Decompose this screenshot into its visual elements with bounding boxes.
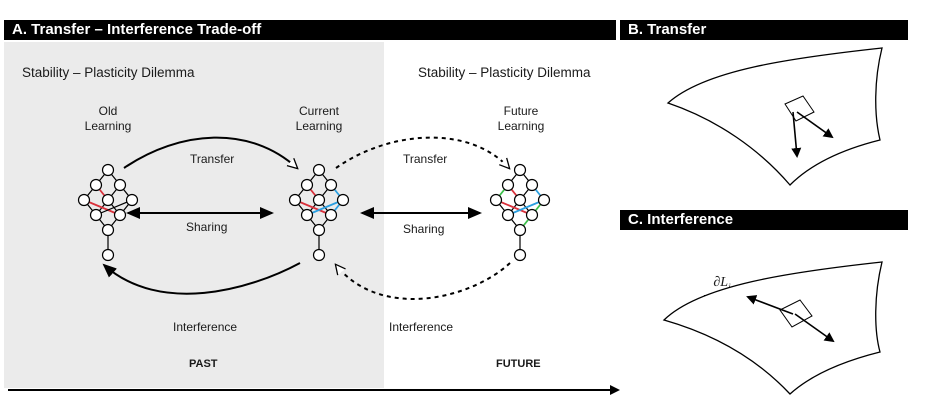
network-edge [306,199,344,216]
c-grad-j-num: ∂L [713,275,729,290]
interference-left-label: Interference [173,320,238,334]
network-node [312,193,326,207]
transfer-left-arrow [123,136,297,168]
network-node [336,193,350,207]
network-node [89,178,103,192]
old-learning-line1: Old [98,104,118,118]
b-grad-i-arrow [796,111,834,139]
network-node [101,193,115,207]
network-node [513,223,527,237]
past-subtitle: Stability – Plasticity Dilemma [22,65,195,80]
current-learning-line2: Learning [295,119,343,133]
network-node [101,163,115,177]
network-edge [83,199,121,216]
network-node [513,163,527,177]
network-edge [95,199,133,216]
panel-a-header: A. Transfer – Interference Trade-off [4,20,616,40]
network-node [77,193,91,207]
network-node [513,248,527,262]
future-learning-network [489,163,551,262]
b-tangent-patch [784,95,815,122]
future-label: FUTURE [496,358,541,370]
interference-right-arrow [336,262,511,300]
network-node [513,193,527,207]
panel-c-header: C. Interference [620,210,908,230]
transfer-left-label: Transfer [190,152,235,166]
network-node [113,208,127,222]
network-node [125,193,139,207]
network-node [89,208,103,222]
interference-left-arrow [102,262,301,295]
future-subtitle: Stability – Plasticity Dilemma [418,65,591,80]
network-node [501,208,515,222]
network-node [312,248,326,262]
sharing-left-label: Sharing [186,220,228,234]
transfer-right-arrow [335,136,509,168]
panel-b-header: B. Transfer [620,20,908,40]
network-node [300,178,314,192]
network-node [312,163,326,177]
network-node [324,208,338,222]
c-grad-j-arrow [746,295,794,315]
network-node [489,193,503,207]
network-node [312,223,326,237]
network-edge [495,199,533,216]
current-learning-line1: Current [298,104,339,118]
c-loss-surface [662,261,883,395]
old-learning-label: Old Learning [78,104,138,134]
network-node [525,178,539,192]
network-node [501,178,515,192]
network-edge [507,199,545,216]
network-edge [294,199,332,216]
current-learning-network [288,163,350,262]
c-grad-i-arrow [794,313,835,343]
network-node [525,208,539,222]
future-learning-label: Future Learning [491,104,551,134]
network-node [113,178,127,192]
old-learning-network [77,163,139,262]
current-learning-label: Current Learning [289,104,349,134]
past-label: PAST [189,358,218,370]
network-node [324,178,338,192]
network-node [288,193,302,207]
network-node [537,193,551,207]
transfer-right-label: Transfer [403,152,448,166]
sharing-right-label: Sharing [403,222,445,236]
old-learning-line2: Learning [84,119,132,133]
interference-right-label: Interference [389,320,454,334]
network-node [101,248,115,262]
b-loss-surface [666,47,883,186]
future-learning-line1: Future [503,104,539,118]
future-learning-line2: Learning [497,119,545,133]
b-grad-j-arrow [791,111,802,158]
network-node [101,223,115,237]
c-grad-j-sub: j [728,281,731,292]
network-node [300,208,314,222]
